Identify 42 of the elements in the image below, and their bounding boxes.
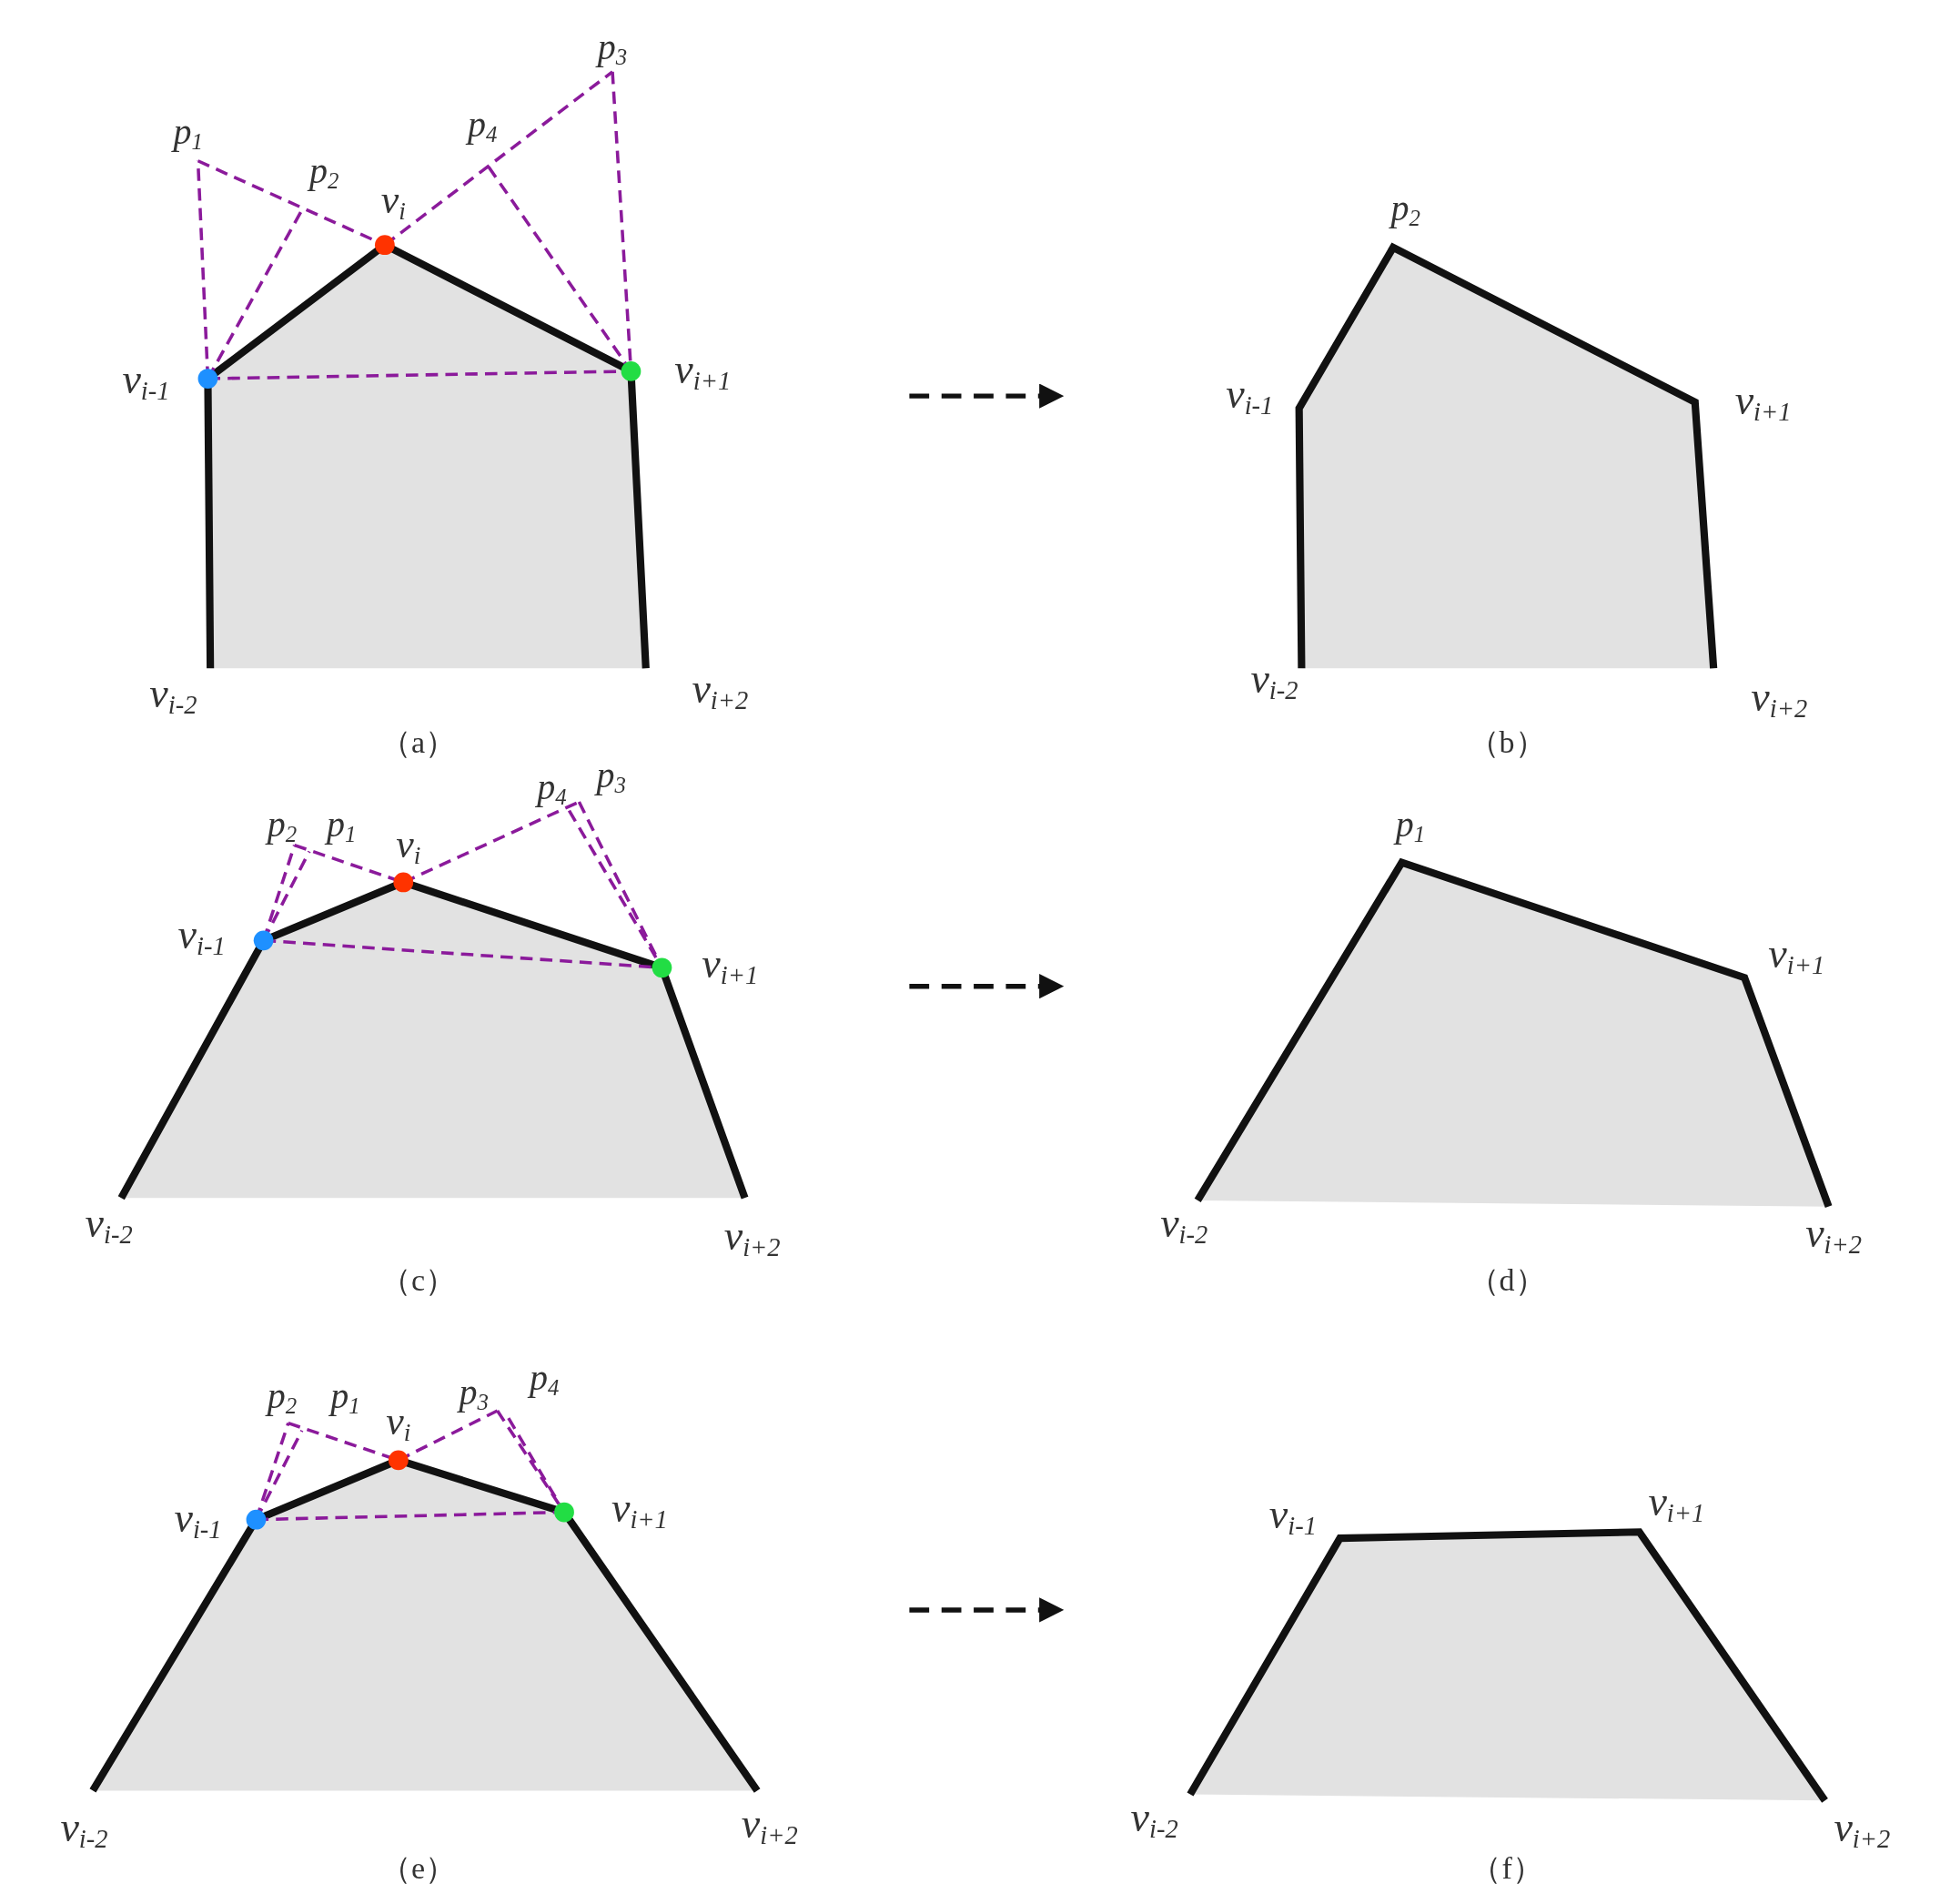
vertex-label: v$_{i}$ bbox=[380, 179, 406, 224]
vertex-label: p$_{4}$ bbox=[537, 769, 567, 810]
vertex-label: v$_{i+1}$ bbox=[1734, 379, 1792, 426]
vertex-label: v$_{i-2}$ bbox=[60, 1806, 108, 1852]
vertex-label: p$_{2}$ bbox=[267, 1378, 298, 1419]
vertex-label: p$_{1}$ bbox=[1395, 806, 1426, 847]
vertex-label: p$_{3}$ bbox=[597, 29, 628, 70]
vertex-label: v$_{i+2}$ bbox=[1805, 1211, 1862, 1259]
vertex-label: v$_{i+2}$ bbox=[723, 1214, 781, 1261]
vertex-label: v$_{i+1}$ bbox=[702, 942, 759, 988]
vertex-label: v$_{i-1}$ bbox=[174, 1496, 222, 1543]
vertex-label: v$_{i}$ bbox=[396, 824, 421, 869]
vertex-label: p$_{1}$ bbox=[173, 113, 203, 154]
panel-caption: （c） bbox=[380, 1265, 457, 1297]
panel-caption: （a） bbox=[380, 726, 457, 758]
vertex-label: v$_{i-2}$ bbox=[1130, 1796, 1178, 1843]
vertex-label: v$_{i-2}$ bbox=[85, 1201, 133, 1249]
panel-caption: （b） bbox=[1468, 726, 1546, 758]
vertex-label: v$_{i+2}$ bbox=[741, 1802, 798, 1848]
vertex-label: p$_{1}$ bbox=[330, 1378, 360, 1419]
vertex-label: v$_{i+2}$ bbox=[1751, 675, 1808, 723]
vertex-label: v$_{i}$ bbox=[386, 1401, 411, 1445]
panel-caption: （e） bbox=[380, 1853, 457, 1885]
vertex-label: v$_{i+1}$ bbox=[611, 1486, 668, 1534]
vertex-label: v$_{i-1}$ bbox=[1226, 372, 1274, 420]
vertex-label: v$_{i+1}$ bbox=[674, 348, 732, 395]
vertex-label: v$_{i+1}$ bbox=[1768, 932, 1825, 978]
vertex-label: v$_{i-1}$ bbox=[1268, 1493, 1317, 1539]
vertex-label: p$_{3}$ bbox=[596, 756, 626, 797]
vertex-label: p$_{2}$ bbox=[1390, 190, 1420, 231]
vertex-label: v$_{i+1}$ bbox=[1648, 1480, 1705, 1527]
vertex-label: v$_{i-2}$ bbox=[1160, 1201, 1208, 1249]
vertex-label: v$_{i-2}$ bbox=[149, 672, 197, 719]
vertex-label: v$_{i-1}$ bbox=[177, 913, 226, 960]
vertex-label: v$_{i-1}$ bbox=[122, 358, 170, 405]
vertex-label: p$_{2}$ bbox=[267, 806, 298, 847]
panel-caption: （d） bbox=[1468, 1265, 1546, 1297]
vertex-label: v$_{i+2}$ bbox=[692, 667, 749, 714]
vertex-label: v$_{i+2}$ bbox=[1834, 1806, 1891, 1852]
vertex-label: v$_{i-2}$ bbox=[1250, 657, 1298, 704]
vertex-label: p$_{3}$ bbox=[459, 1374, 489, 1415]
panel-caption: （f） bbox=[1470, 1853, 1543, 1885]
